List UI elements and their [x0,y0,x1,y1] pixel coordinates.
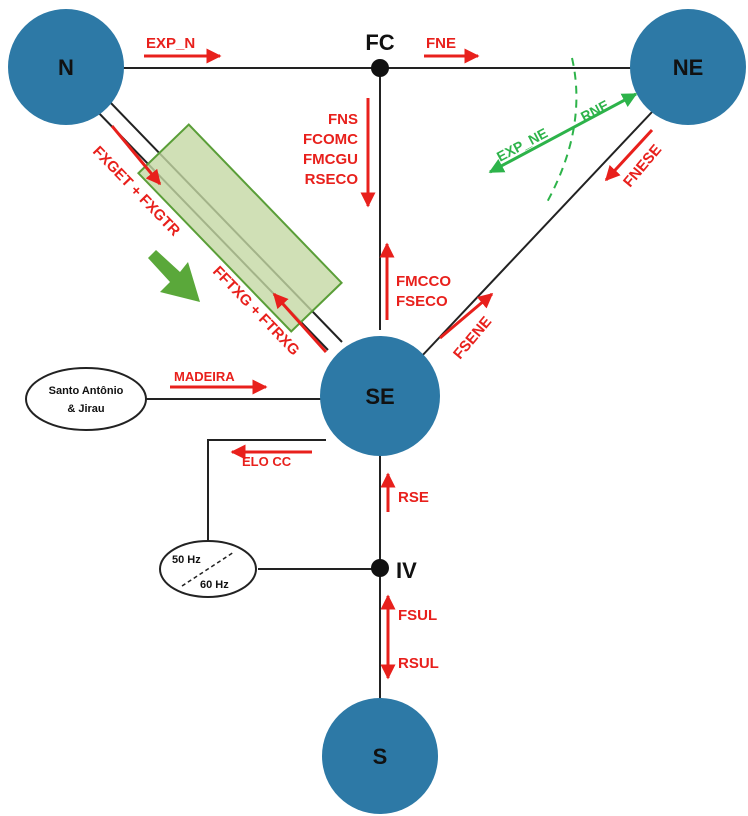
junction-fc: FC [365,30,395,77]
label-fns: FNS [328,111,358,128]
svg-text:50 Hz: 50 Hz [172,554,201,566]
label-fmcgu: FMCGU [303,151,358,168]
label-fne: FNE [426,35,456,52]
arrow-fxget [110,125,162,186]
santo-antonio-jirau-ellipse: Santo Antônio & Jirau [25,367,147,431]
arrow-fftxg [272,292,328,354]
label-fsul: FSUL [398,607,437,624]
junction-iv: IV [371,558,417,583]
label-fnese: FNESE [620,141,665,190]
node-ne: NE [630,9,746,125]
label-rne: RNE [578,97,612,125]
arrow-fsene [439,292,494,340]
arrow-exp-ne-rne [488,92,638,174]
frequency-converter-ellipse: 50 Hz 60 Hz [159,540,257,598]
highlight-box [136,123,344,333]
svg-text:NE: NE [673,55,704,80]
label-fseco: FSECO [396,293,448,310]
label-exp-n: EXP_N [146,35,195,52]
svg-text:SE: SE [365,384,394,409]
label-fmcco: FMCCO [396,273,451,290]
label-madeira: MADEIRA [174,369,235,384]
label-rseco: RSECO [305,171,359,188]
label-rse: RSE [398,489,429,506]
svg-text:N: N [58,55,74,80]
label-rsul: RSUL [398,655,439,672]
svg-text:FC: FC [365,30,394,55]
line-elo-cc [207,439,326,544]
label-fcomc: FCOMC [303,131,358,148]
svg-text:& Jirau: & Jirau [67,403,104,415]
big-green-arrow [148,250,200,302]
svg-text:Santo Antônio: Santo Antônio [49,385,124,397]
node-s: S [322,698,438,814]
svg-text:60 Hz: 60 Hz [200,579,229,591]
node-n: N [8,9,124,125]
label-elo-cc: ELO CC [242,454,292,469]
label-fsene: FSENE [450,313,495,362]
svg-text:IV: IV [396,558,417,583]
node-se: SE [320,336,440,456]
svg-text:S: S [373,744,388,769]
ne-boundary-dashed-arc [545,57,578,205]
